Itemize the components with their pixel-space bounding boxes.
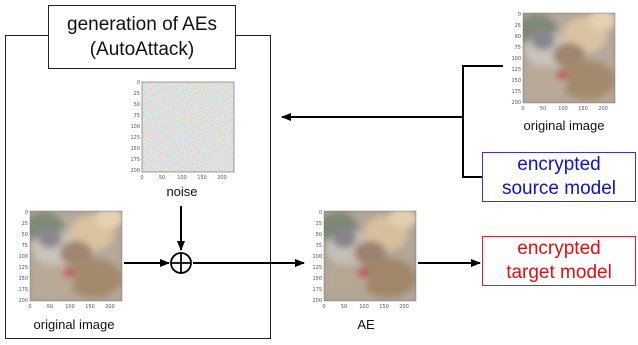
right-y-ticks: 0 25 50 75 100 125 150 175 200 — [511, 12, 521, 106]
ae-y-ticks: 0 25 50 75 100 125 150 175 200 — [312, 210, 322, 304]
title-line2: (AutoAttack) — [89, 39, 195, 60]
svg-text:0: 0 — [28, 304, 31, 310]
svg-text:100: 100 — [65, 304, 75, 310]
svg-text:50: 50 — [22, 232, 28, 238]
svg-text:25: 25 — [22, 221, 28, 227]
svg-text:0: 0 — [319, 210, 322, 216]
encrypted-source-model-box: encrypted source model — [482, 152, 636, 202]
svg-text:75: 75 — [134, 113, 140, 119]
left-y-ticks: 0 25 50 75 100 125 150 175 200 — [18, 210, 28, 304]
svg-text:100: 100 — [130, 124, 140, 130]
svg-text:0: 0 — [137, 80, 140, 86]
svg-text:125: 125 — [130, 135, 140, 141]
svg-text:150: 150 — [312, 276, 322, 282]
noise-caption: noise — [166, 184, 198, 199]
noise-plot: 0 25 50 75 100 125 150 175 200 0 50 100 … — [130, 80, 235, 181]
svg-text:100: 100 — [558, 106, 568, 112]
svg-text:0: 0 — [140, 175, 143, 181]
plus-circle-icon — [170, 252, 192, 274]
svg-text:150: 150 — [578, 106, 588, 112]
svg-text:75: 75 — [22, 243, 28, 249]
svg-text:25: 25 — [134, 91, 140, 97]
svg-text:125: 125 — [511, 67, 521, 73]
svg-text:200: 200 — [18, 298, 28, 304]
left-x-ticks: 0 50 100 150 200 — [28, 304, 114, 310]
svg-text:0: 0 — [322, 304, 325, 310]
svg-text:100: 100 — [312, 254, 322, 260]
svg-text:200: 200 — [511, 100, 521, 106]
title-box: generation of AEs (AutoAttack) — [48, 5, 236, 69]
svg-text:200: 200 — [312, 298, 322, 304]
svg-text:175: 175 — [511, 89, 521, 95]
source-model-line1: encrypted — [517, 154, 601, 175]
original-image-left-caption: original image — [33, 317, 115, 332]
svg-text:200: 200 — [598, 106, 608, 112]
noise-y-ticks: 0 25 50 75 100 125 150 175 200 — [130, 80, 140, 174]
svg-text:0: 0 — [25, 210, 28, 216]
svg-text:0: 0 — [518, 12, 521, 18]
svg-text:50: 50 — [316, 232, 322, 238]
ae-caption: AE — [357, 317, 375, 332]
svg-text:150: 150 — [379, 304, 389, 310]
target-model-line1: encrypted — [517, 238, 601, 259]
svg-text:50: 50 — [515, 34, 521, 40]
target-model-line2: target model — [506, 262, 612, 283]
svg-text:100: 100 — [177, 175, 187, 181]
svg-text:175: 175 — [18, 287, 28, 293]
svg-text:50: 50 — [341, 304, 347, 310]
svg-text:125: 125 — [18, 265, 28, 271]
noise-x-ticks: 0 50 100 150 200 — [140, 175, 226, 181]
encrypted-target-model-box: encrypted target model — [482, 236, 636, 286]
svg-text:50: 50 — [159, 175, 165, 181]
svg-text:50: 50 — [540, 106, 546, 112]
right-x-ticks: 0 50 100 150 200 — [521, 106, 607, 112]
svg-text:50: 50 — [134, 102, 140, 108]
svg-text:0: 0 — [521, 106, 524, 112]
svg-text:150: 150 — [18, 276, 28, 282]
svg-text:150: 150 — [85, 304, 95, 310]
source-model-line2: source model — [501, 178, 617, 199]
svg-text:175: 175 — [130, 157, 140, 163]
svg-text:25: 25 — [316, 221, 322, 227]
ae-x-ticks: 0 50 100 150 200 — [322, 304, 408, 310]
svg-text:200: 200 — [105, 304, 115, 310]
original-image-left: 0 25 50 75 100 125 150 175 200 0 50 100 … — [18, 210, 123, 310]
ae-image: 0 25 50 75 100 125 150 175 200 0 50 100 … — [312, 210, 417, 310]
bracket-line — [462, 65, 503, 178]
svg-text:150: 150 — [511, 78, 521, 84]
svg-text:200: 200 — [399, 304, 409, 310]
title-line1: generation of AEs — [67, 14, 217, 35]
svg-text:200: 200 — [217, 175, 227, 181]
svg-text:150: 150 — [197, 175, 207, 181]
svg-text:100: 100 — [511, 56, 521, 62]
svg-text:100: 100 — [18, 254, 28, 260]
original-image-right-caption: original image — [523, 118, 605, 133]
svg-text:75: 75 — [316, 243, 322, 249]
svg-text:150: 150 — [130, 146, 140, 152]
svg-text:125: 125 — [312, 265, 322, 271]
svg-text:25: 25 — [515, 23, 521, 29]
svg-text:50: 50 — [47, 304, 53, 310]
svg-text:175: 175 — [312, 287, 322, 293]
svg-text:200: 200 — [130, 168, 140, 174]
svg-text:75: 75 — [515, 45, 521, 51]
original-image-right: 0 25 50 75 100 125 150 175 200 0 50 100 … — [511, 12, 616, 112]
svg-text:100: 100 — [359, 304, 369, 310]
